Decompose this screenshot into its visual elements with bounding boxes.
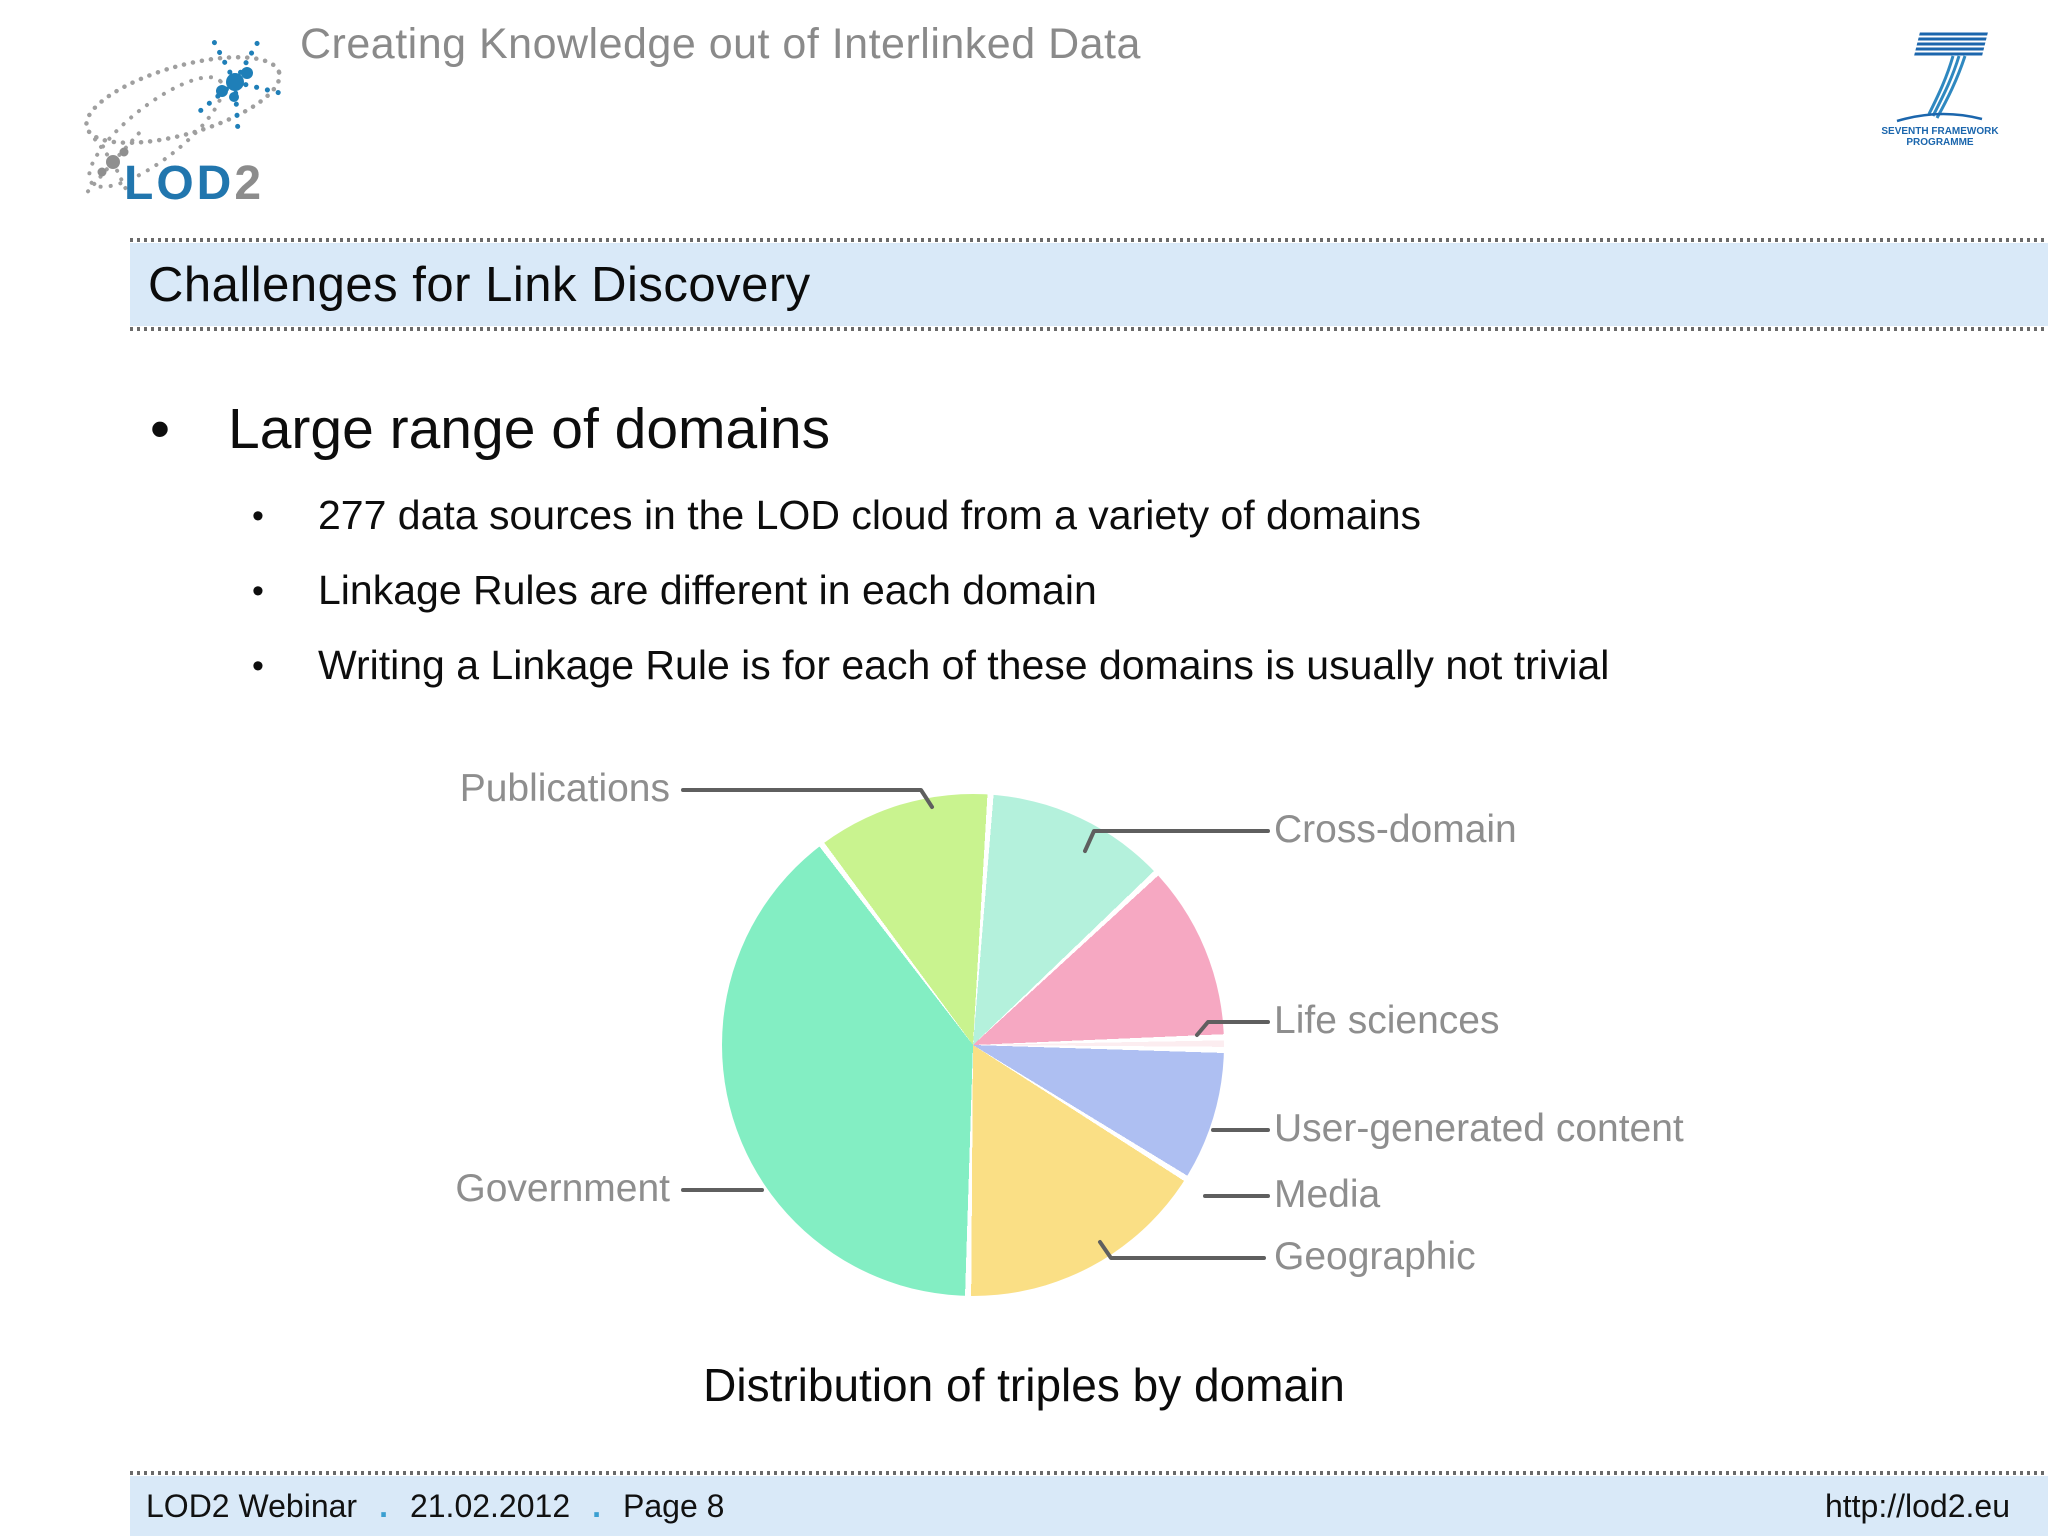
title-bottom-rule [130, 327, 2048, 331]
footer-separator-dot: . [592, 1487, 601, 1524]
bullet-item-sub: • Linkage Rules are different in each dom… [252, 567, 1097, 614]
fp7-programme-logo-icon: SEVENTH FRAMEWORK PROGRAMME [1881, 32, 1999, 148]
pie-label-government: Government [455, 1167, 670, 1210]
bullet-text: Large range of domains [228, 397, 831, 461]
page-title: Challenges for Link Discovery [148, 257, 811, 312]
bullet-text: 277 data sources in the LOD cloud from a… [318, 492, 1422, 538]
footer-page-number: Page 8 [623, 1487, 725, 1524]
logo-text-2: 2 [234, 157, 265, 210]
pie-chart [722, 794, 1224, 1296]
title-top-rule [130, 238, 2048, 242]
lod2-logo-text: LOD2 [124, 160, 264, 208]
lod2-constellation-logo-icon [82, 33, 287, 204]
header-tagline: Creating Knowledge out of Interlinked Da… [300, 20, 1141, 68]
logo-text-lod: LOD [124, 157, 235, 210]
chart-caption: Distribution of triples by domain [703, 1359, 1345, 1411]
footer-separator-dot: . [379, 1487, 388, 1524]
pie-label-life-sciences: Life sciences [1274, 999, 1500, 1042]
pie-label-media: Media [1274, 1173, 1381, 1216]
pie-label-publications: Publications [459, 767, 670, 810]
footer-bar: LOD2 Webinar. 21.02.2012. Page 8 http://lo… [130, 1476, 2048, 1536]
pie-label-geographic: Geographic [1274, 1235, 1476, 1278]
footer-left-text: LOD2 Webinar. 21.02.2012. Page 8 [146, 1488, 724, 1525]
bullet-glyph: • [150, 397, 170, 461]
slide-title-bar: Challenges for Link Discovery [130, 243, 2048, 326]
bullet-glyph: • [252, 497, 264, 535]
footer-url: http://lod2.eu [1824, 1487, 2010, 1524]
bullet-glyph: • [252, 647, 264, 685]
bullet-text: Linkage Rules are different in each doma… [318, 567, 1097, 613]
pie-label-user-generated-content: User-generated content [1274, 1107, 1684, 1150]
fp7-text-line2: PROGRAMME [1906, 137, 1974, 148]
bullet-glyph: • [252, 572, 264, 610]
bullet-item-sub: • Writing a Linkage Rule is for each of t… [252, 642, 1609, 689]
footer-webinar: LOD2 Webinar [146, 1487, 358, 1524]
footer-top-rule [130, 1471, 2048, 1475]
fp7-text-line1: SEVENTH FRAMEWORK [1881, 126, 1999, 137]
pie-label-cross-domain: Cross-domain [1274, 808, 1517, 851]
bullet-item-main: • Large range of domains [150, 396, 830, 462]
footer-date: 21.02.2012 [409, 1487, 571, 1524]
bullet-text: Writing a Linkage Rule is for each of th… [318, 642, 1610, 688]
bullet-item-sub: • 277 data sources in the LOD cloud from … [252, 492, 1421, 539]
